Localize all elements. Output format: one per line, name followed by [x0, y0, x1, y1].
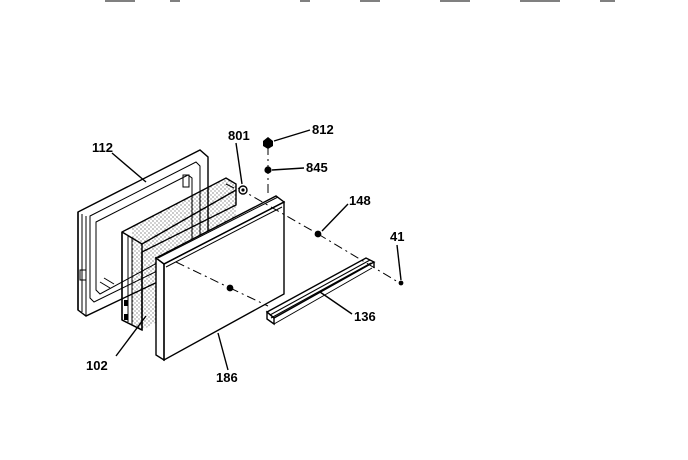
- leader-lines: [111, 129, 402, 371]
- label-41: 41: [390, 229, 404, 244]
- part-186-outer-door-panel: [154, 195, 286, 362]
- label-801: 801: [228, 128, 250, 143]
- label-812: 812: [312, 122, 334, 137]
- fasteners: [226, 137, 404, 292]
- screw-hole-marker: [226, 284, 234, 292]
- label-112: 112: [92, 140, 113, 155]
- part-845-washer: [264, 166, 272, 174]
- label-136: 136: [354, 309, 376, 324]
- label-186: 186: [216, 370, 238, 385]
- label-148: 148: [349, 193, 371, 208]
- label-845: 845: [306, 160, 328, 175]
- label-102: 102: [86, 358, 108, 373]
- part-136-handle: [265, 257, 376, 326]
- part-labels: 112 801 812 845 148 41 102 186 136: [86, 122, 404, 385]
- part-148-screw: [314, 230, 322, 238]
- part-801-nut: [238, 185, 248, 195]
- part-41-screw: [398, 280, 404, 286]
- part-812-screw-head: [263, 137, 273, 149]
